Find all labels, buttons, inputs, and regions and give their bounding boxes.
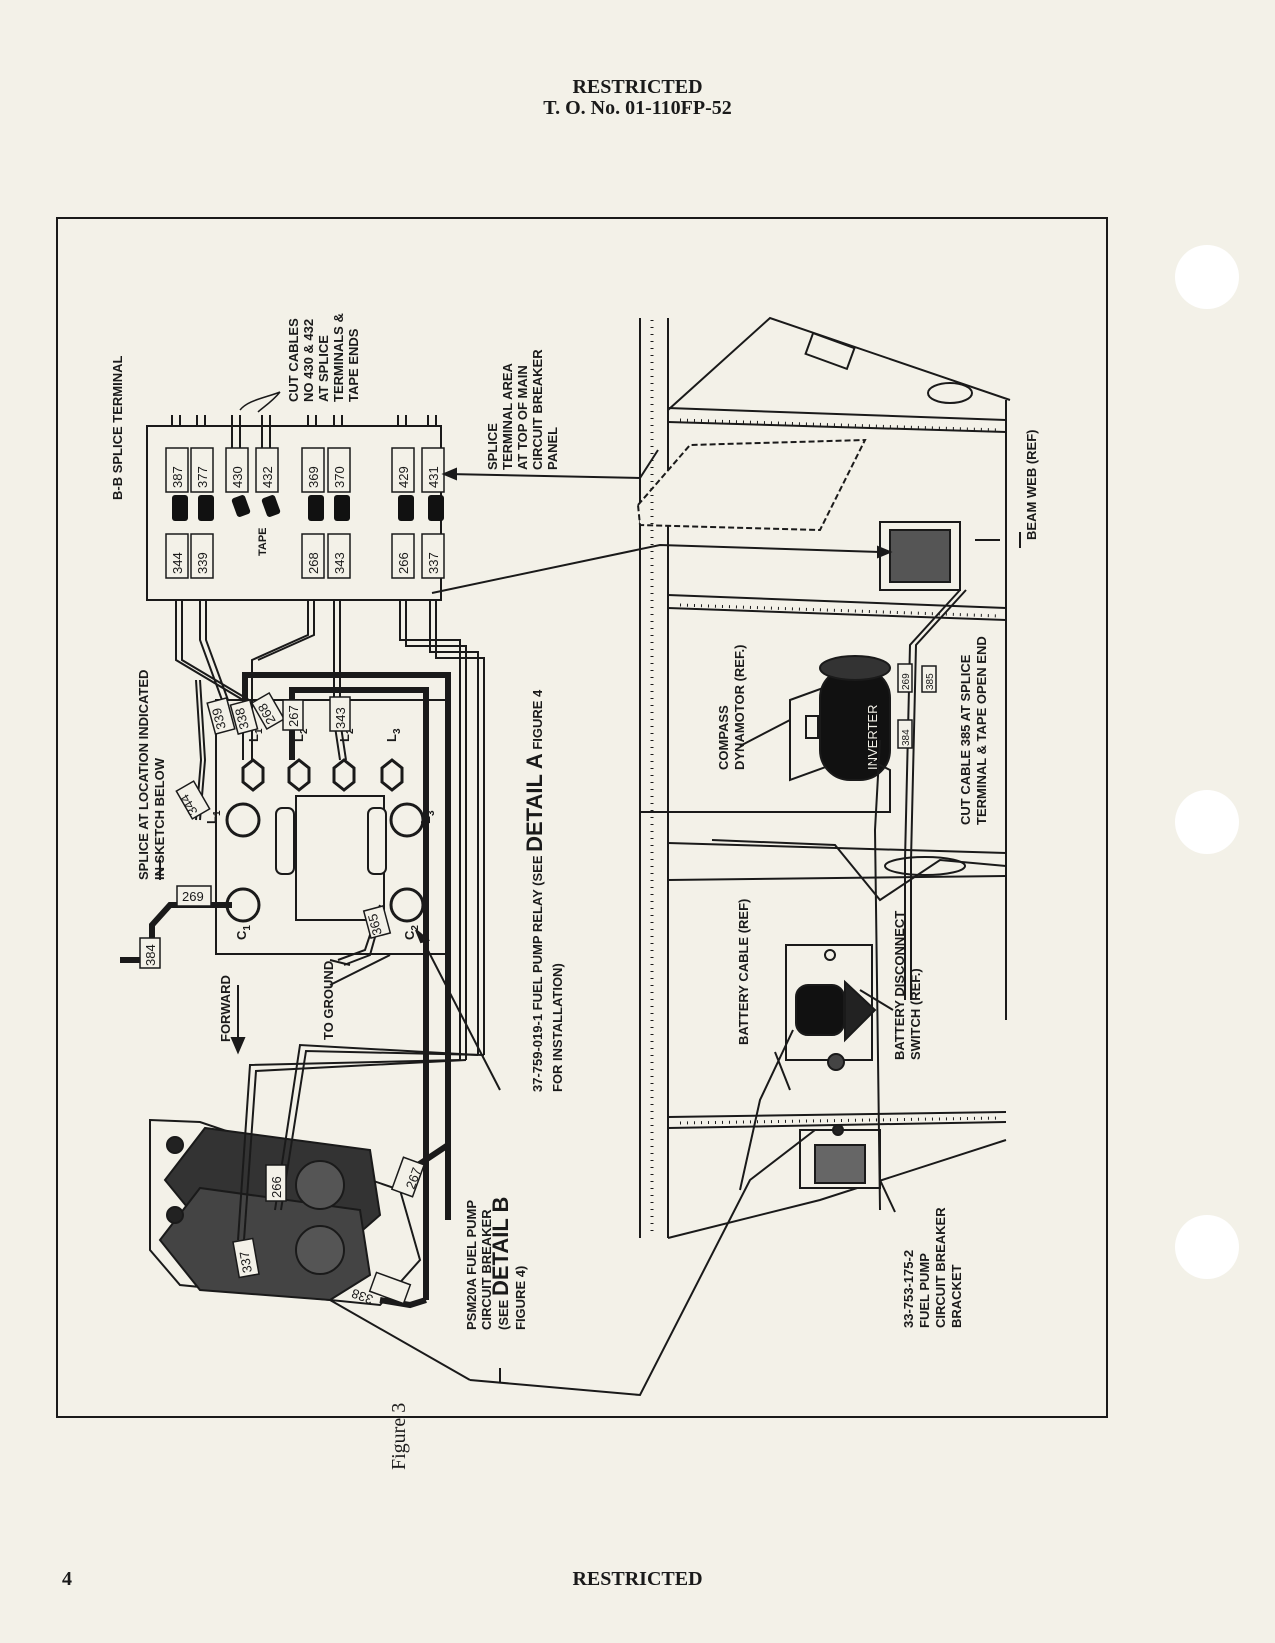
wire-tag-384: 384 bbox=[143, 944, 158, 966]
beam-web-label: BEAM WEB (REF) bbox=[1024, 430, 1039, 541]
relay-terminal-L1: L1 bbox=[246, 728, 265, 742]
splice-terminal-area-callout: SPLICE TERMINAL AREA AT TOP OF MAIN CIRC… bbox=[485, 346, 560, 470]
detail-a-label: DETAIL A bbox=[522, 753, 547, 852]
terminal-337: 337 bbox=[426, 552, 441, 574]
terminal-369: 369 bbox=[306, 466, 321, 488]
wire-tag-338: 338 bbox=[232, 706, 252, 731]
bb-splice-terminal-label: B-B SPLICE TERMINAL bbox=[110, 356, 125, 501]
header-tech-order-number: T. O. No. 01-110FP-52 bbox=[543, 97, 732, 119]
detail-b-label: DETAIL B bbox=[488, 1197, 513, 1296]
airframe-structure bbox=[636, 316, 1011, 1239]
terminal-339: 339 bbox=[195, 552, 210, 574]
compass-dynamotor-callout: COMPASS DYNAMOTOR (REF.) bbox=[716, 645, 747, 770]
terminal-266: 266 bbox=[396, 552, 411, 574]
wire-tag-269: 269 bbox=[182, 889, 204, 904]
breaker-bracket-icon bbox=[799, 1124, 881, 1189]
relay-installation-label: FOR INSTALLATION) bbox=[550, 963, 565, 1092]
terminal-431: 431 bbox=[426, 466, 441, 488]
terminal-430: 430 bbox=[230, 466, 245, 488]
compass-dynamotor-icon bbox=[789, 655, 891, 782]
splice-connectors bbox=[172, 495, 444, 521]
wire-tag-266: 266 bbox=[269, 1176, 284, 1198]
relay-terminal-C2: C2 bbox=[402, 925, 421, 940]
terminal-370: 370 bbox=[332, 466, 347, 488]
relay-terminal-L3: L3 bbox=[384, 728, 403, 742]
leader-lines bbox=[159, 449, 1000, 1397]
circuit-breaker-callout: PSM20A FUEL PUMP CIRCUIT BREAKER (SEE DE… bbox=[464, 1193, 528, 1330]
splice-location-callout: SPLICE AT LOCATION INDICATED IN SKETCH B… bbox=[136, 666, 167, 880]
header-classification: RESTRICTED bbox=[572, 76, 703, 98]
breaker-tag-boxes bbox=[232, 1156, 426, 1305]
wire-tag-339: 339 bbox=[209, 706, 229, 731]
wire-tag-338-breaker: 338 bbox=[350, 1286, 376, 1308]
to-ground-label: TO GROUND bbox=[321, 961, 336, 1040]
terminal-429: 429 bbox=[396, 466, 411, 488]
wire-tag-267: 267 bbox=[286, 705, 301, 727]
wire-tag-337: 337 bbox=[236, 1250, 255, 1274]
inverter-label: INVERTER bbox=[865, 705, 880, 771]
forward-arrow-icon bbox=[230, 985, 246, 1055]
wire-tag-384-dynamotor: 384 bbox=[901, 729, 912, 746]
cut-cable-385-callout: CUT CABLE 385 AT SPLICE TERMINAL & TAPE … bbox=[958, 636, 989, 825]
terminal-268: 268 bbox=[306, 552, 321, 574]
breaker-wiring bbox=[237, 1043, 485, 1309]
binder-hole-top bbox=[1175, 245, 1239, 309]
battery-disconnect-switch-icon bbox=[785, 944, 877, 1071]
wire-tag-343: 343 bbox=[333, 707, 348, 729]
battery-cable-label: BATTERY CABLE (REF) bbox=[736, 899, 751, 1045]
binder-hole-bottom bbox=[1175, 1215, 1239, 1279]
splice-tag-boxes bbox=[897, 663, 937, 749]
wire-tag-267-breaker: 267 bbox=[403, 1166, 425, 1192]
cut-cables-callout: CUT CABLES NO 430 & 432 AT SPLICE TERMIN… bbox=[286, 310, 361, 402]
battery-switch-callout: BATTERY DISCONNECT SWITCH (REF.) bbox=[892, 907, 923, 1060]
relay-terminal-L2-left: L2 bbox=[291, 728, 310, 742]
forward-label: FORWARD bbox=[218, 975, 233, 1042]
relay-terminals bbox=[225, 758, 425, 923]
relay-terminal-C1: C1 bbox=[234, 925, 253, 940]
tape-label: TAPE bbox=[257, 527, 269, 556]
wire-tag-269-dynamotor: 269 bbox=[901, 673, 912, 690]
terminal-377: 377 bbox=[195, 466, 210, 488]
terminal-387: 387 bbox=[170, 466, 185, 488]
relay-terminal-L1-side: L1 bbox=[204, 810, 223, 824]
terminal-344: 344 bbox=[170, 552, 185, 574]
terminal-labels-bottom bbox=[165, 533, 445, 579]
terminal-343: 343 bbox=[332, 552, 347, 574]
cut-cables-leader bbox=[239, 391, 281, 413]
breaker-bracket-callout: 33-753-175-2 FUEL PUMP CIRCUIT BREAKER B… bbox=[901, 1204, 964, 1328]
terminal-labels-top bbox=[165, 447, 445, 493]
figure-frame bbox=[56, 217, 1108, 1418]
wire-tag-boxes bbox=[139, 691, 392, 969]
terminal-432: 432 bbox=[260, 466, 275, 488]
page-number: 4 bbox=[62, 1568, 72, 1590]
ground-wire bbox=[329, 954, 391, 986]
binder-hole-middle bbox=[1175, 790, 1239, 854]
wire-tag-365: 365 bbox=[365, 912, 385, 937]
footer-classification: RESTRICTED bbox=[572, 1568, 703, 1590]
wire-tag-385: 385 bbox=[925, 673, 936, 690]
fuel-pump-relay-callout: 37-759-019-1 FUEL PUMP RELAY (SEE DETAIL… bbox=[522, 689, 547, 1092]
figure-caption: Figure 3 bbox=[388, 1402, 410, 1470]
